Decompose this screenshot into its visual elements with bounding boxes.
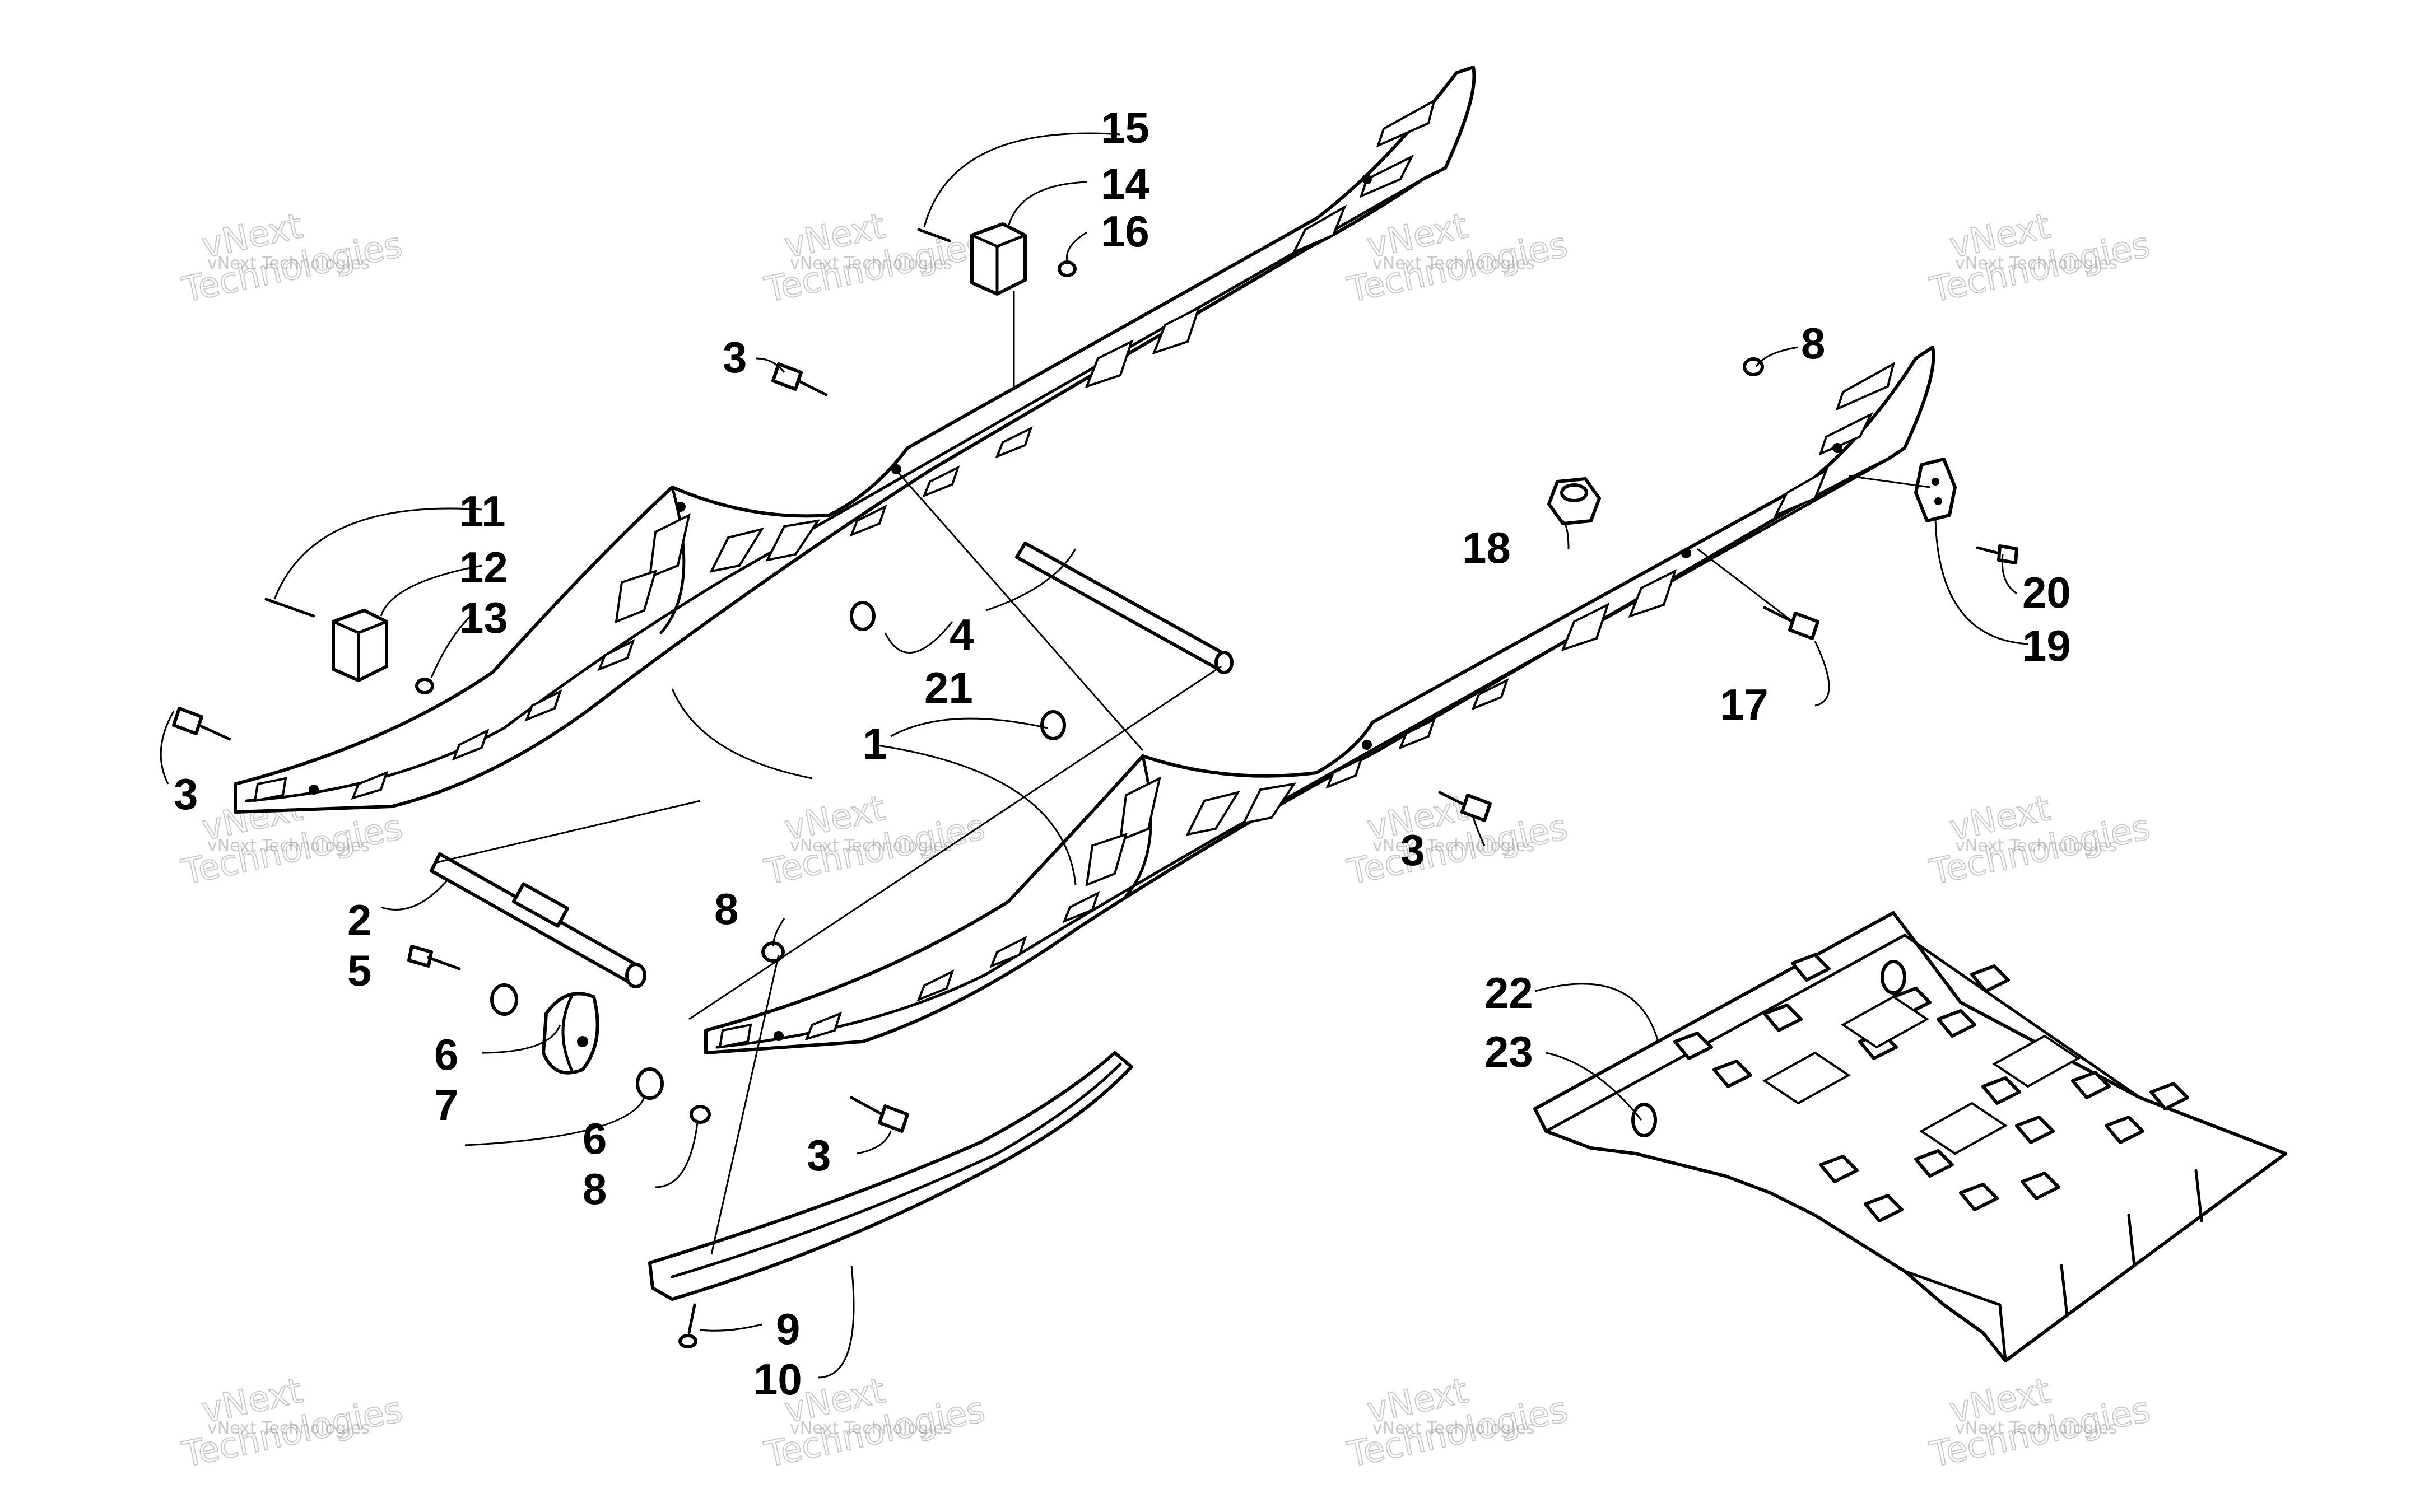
track-22 (1533, 911, 2287, 1362)
callout-3: 3 (807, 1131, 831, 1180)
watermark: vNext Technologies (1343, 1369, 1571, 1476)
screw-9 (678, 1303, 697, 1348)
watermark: vNext Technologies (1955, 1418, 2118, 1438)
watermark: vNext Technologies (1925, 787, 2154, 893)
callout-15: 15 (1101, 103, 1150, 152)
watermark: vNext Technologies (178, 204, 406, 311)
nut-8-upper (1743, 357, 1764, 376)
washer-21-upper (850, 601, 876, 631)
wheel-7 (542, 992, 599, 1075)
callout-13: 13 (459, 593, 508, 642)
nut-13 (415, 678, 434, 694)
cross-shaft-upper (1015, 542, 1234, 674)
callout-3: 3 (1400, 825, 1425, 875)
callout-16: 16 (1101, 207, 1150, 256)
pin-11 (264, 598, 315, 618)
rail-back (234, 66, 1476, 814)
watermark: vNext Technologies (790, 1418, 952, 1438)
bolt-3-lower (850, 1096, 909, 1133)
nut-16 (1058, 260, 1077, 277)
callout-12: 12 (459, 543, 508, 592)
cross-shaft-lower (430, 852, 646, 988)
washer-6-upper (490, 983, 518, 1016)
watermark: vNext Technologies (1372, 1418, 1535, 1438)
watermark: vNext Technologies (1955, 254, 2118, 273)
watermark: vNext Technologies (1372, 836, 1535, 856)
leader-lines (160, 132, 2028, 1379)
callout-8: 8 (714, 884, 738, 934)
callout-19: 19 (2022, 621, 2071, 670)
slide-10 (648, 1051, 1133, 1301)
watermark: vNext Technologies (207, 254, 370, 273)
watermark: vNext Technologies (790, 836, 952, 856)
watermark: vNext Technologies (1955, 836, 2118, 856)
callout-17: 17 (1720, 680, 1769, 729)
callout-20: 20 (2022, 568, 2071, 617)
callout-14: 14 (1101, 159, 1150, 208)
washer-21-lower (1040, 710, 1066, 740)
bumper-14 (970, 222, 1027, 296)
callout-1: 1 (863, 719, 887, 768)
callout-8: 8 (583, 1164, 607, 1214)
watermark: vNext Technologies (207, 1418, 370, 1438)
callout-6: 6 (434, 1030, 458, 1079)
watermark: vNext Technologies (1925, 204, 2154, 311)
callout-11: 11 (459, 487, 505, 536)
callout-3: 3 (723, 333, 747, 382)
callout-10: 10 (753, 1355, 802, 1404)
callout-3: 3 (174, 769, 198, 819)
callout-23: 23 (1484, 1027, 1533, 1076)
watermark: vNext Technologies (790, 254, 952, 273)
watermark: vNext Technologies (1343, 787, 1571, 893)
watermark: vNext Technologies (760, 787, 989, 893)
callout-2: 2 (347, 895, 371, 945)
washer-6-lower (636, 1067, 664, 1100)
clip-23 (1631, 960, 1906, 1137)
callout-7: 7 (434, 1080, 458, 1130)
callout-9: 9 (776, 1304, 800, 1354)
callout-5: 5 (347, 946, 371, 995)
watermark: vNext Technologies (1372, 254, 1535, 273)
spacer-18 (1547, 477, 1601, 525)
bumper-12 (332, 609, 388, 682)
screw-20 (1976, 544, 2018, 564)
callout-8: 8 (1801, 319, 1825, 368)
callout-6: 6 (583, 1114, 607, 1163)
callout-21: 21 (924, 663, 973, 712)
callouts: 15 14 16 3 11 12 13 4 21 1 3 2 8 5 6 7 6… (174, 103, 2071, 1404)
callout-4: 4 (950, 610, 974, 659)
bracket-19 (1914, 458, 1957, 522)
bolt-17 (1763, 606, 1819, 640)
watermark: vNext Technologies (1925, 1369, 2154, 1476)
rail-front (704, 346, 1935, 1054)
watermark: vNext Technologies (760, 204, 989, 311)
bolt-3-middle (1438, 791, 1492, 822)
bolt-3-upper (771, 362, 828, 396)
callout-22: 22 (1484, 968, 1533, 1018)
pin-15 (917, 228, 951, 242)
callout-18: 18 (1462, 523, 1511, 572)
watermark: vNext Technologies (207, 836, 370, 856)
bolt-5 (407, 945, 461, 970)
bolt-3-left (172, 707, 231, 741)
watermark: vNext Technologies (178, 1369, 406, 1476)
nut-8-lower (690, 1105, 711, 1124)
